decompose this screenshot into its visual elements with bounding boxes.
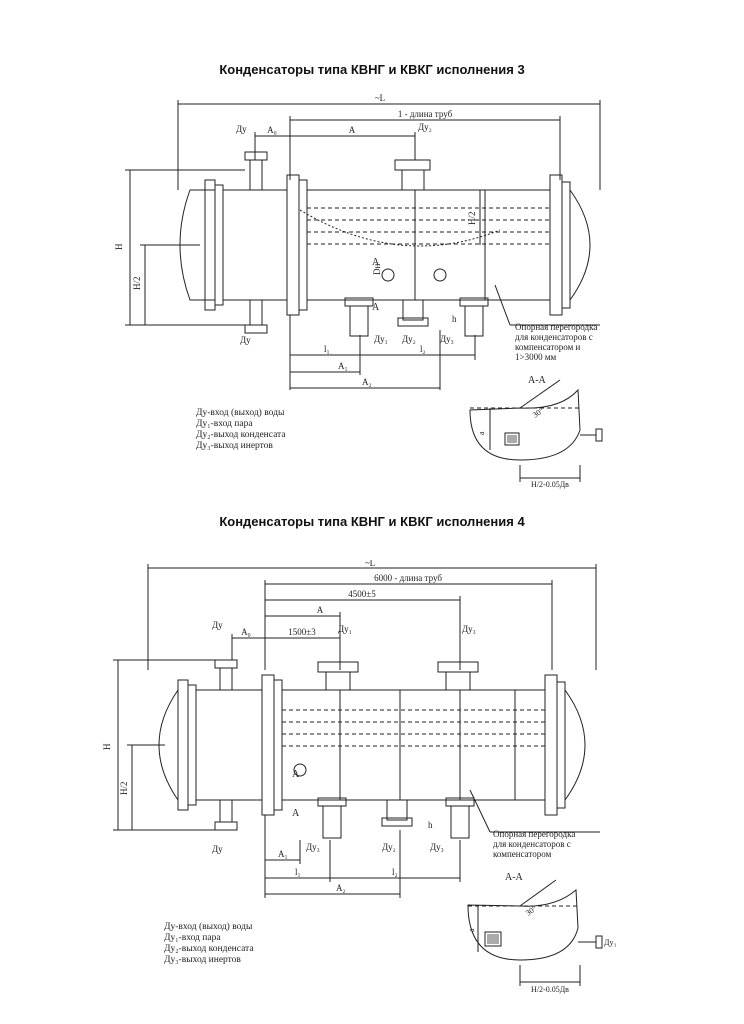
dim-l2: l₂ <box>392 867 398 877</box>
nozzle-du2-top: Ду₂ <box>418 122 432 132</box>
drawing-execution-3: ~L 1 - длина труб A₀ A Ду Ду₂ Ду H H/2 H… <box>0 90 744 490</box>
section-view-label: А-А <box>505 872 524 883</box>
dim-A1: A₁ <box>278 849 288 859</box>
condenser-drawing-3: ~L 1 - длина труб A₀ A Ду Ду₂ Ду H H/2 H… <box>114 93 603 489</box>
condenser-drawing-4: ~L 6000 - длина труб 4500±5 A A₀ 1500±3 … <box>102 558 616 994</box>
legend-item: Ду₃-выход инертов <box>164 955 241 965</box>
note-line-2: для конденсаторов с <box>515 332 593 342</box>
dim-l1: l₁ <box>295 867 301 877</box>
nozzle-du3-top: Ду₃ <box>462 624 476 634</box>
note-line-1: Опорная перегородка <box>515 322 597 332</box>
section-mark-top: A <box>292 769 300 780</box>
dim-l1: l₁ <box>324 344 330 354</box>
dim-l2: l₂ <box>420 344 426 354</box>
nozzle-du2: Ду₂ <box>402 334 416 344</box>
dim-A0: A₀ <box>241 627 251 637</box>
legend-item: Ду₃-выход инертов <box>196 441 273 451</box>
section-mark-top: A <box>372 257 380 268</box>
dim-H: H <box>114 243 124 250</box>
dim-H: H <box>102 743 112 750</box>
nozzle-du3-bottom-right: Ду₃ <box>430 842 444 852</box>
legend-item: Ду-вход (выход) воды <box>196 408 285 418</box>
dim-L: ~L <box>375 93 385 103</box>
legend-item: Ду₁-вход пара <box>164 933 221 943</box>
dim-tube-length: 6000 - длина труб <box>374 573 442 583</box>
dim-H2: H/2 <box>119 782 129 796</box>
section-mark-bottom: A <box>292 808 300 819</box>
nozzle-du1-top: Ду₁ <box>338 624 352 634</box>
dim-A2: A₂ <box>362 377 372 387</box>
dim-L: ~L <box>365 560 375 568</box>
dim-H2-right: H/2 <box>467 212 477 226</box>
nozzle-du3: Ду₃ <box>440 334 454 344</box>
legend-execution-4: Ду-вход (выход) воды Ду₁-вход пара Ду₂-в… <box>164 922 254 966</box>
dim-A1: A₁ <box>338 361 348 371</box>
nozzle-du-top: Ду <box>212 620 223 630</box>
dim-h: h <box>428 820 433 830</box>
note-line-1: Опорная перегородка <box>493 829 575 839</box>
section-1-title: Конденсаторы типа КВНГ и КВКГ исполнения… <box>219 62 525 77</box>
section-mark-bottom: A <box>372 302 380 313</box>
legend-item: Ду₂-выход конденсата <box>164 944 254 954</box>
section-nozzle: Ду₃ <box>604 938 616 947</box>
dim-Dn: Dн <box>372 264 382 275</box>
dim-tube-length: 1 - длина труб <box>398 109 453 119</box>
note-line-2: для конденсаторов с <box>493 839 571 849</box>
section-a: a <box>467 928 476 932</box>
dim-A: A <box>349 125 356 135</box>
nozzle-du-bottom: Ду <box>240 335 251 345</box>
legend-item: Ду₂-выход конденсата <box>196 430 286 440</box>
nozzle-du-bottom: Ду <box>212 844 223 854</box>
section-dim: H/2-0.05Дв <box>531 480 569 489</box>
section-dim: H/2-0.05Дв <box>531 985 569 994</box>
nozzle-du-top: Ду <box>236 124 247 134</box>
nozzle-du3-bottom: Ду₃ <box>306 842 320 852</box>
section-a: a <box>477 431 486 435</box>
dim-A2: A₂ <box>336 883 346 893</box>
legend-item: Ду-вход (выход) воды <box>164 922 253 932</box>
section-view-label: А-А <box>528 375 547 386</box>
note-line-3: компенсатором <box>493 849 552 859</box>
nozzle-du1: Ду₁ <box>374 334 388 344</box>
dim-A0: A₀ <box>267 125 277 135</box>
section-2-title: Конденсаторы типа КВНГ и КВКГ исполнения… <box>219 514 525 529</box>
note-line-3: компенсатором и <box>515 342 581 352</box>
dim-A: A <box>317 605 324 615</box>
drawing-execution-4: ~L 6000 - длина труб 4500±5 A A₀ 1500±3 … <box>0 558 744 1000</box>
nozzle-du2: Ду₂ <box>382 842 396 852</box>
legend-item: Ду₁-вход пара <box>196 419 253 429</box>
note-line-4: 1>3000 мм <box>515 352 557 362</box>
legend-execution-3: Ду-вход (выход) воды Ду₁-вход пара Ду₂-в… <box>196 408 286 452</box>
dim-pitch: 1500±3 <box>288 627 316 637</box>
dim-h: h <box>452 314 457 324</box>
dim-H2: H/2 <box>132 277 142 291</box>
dim-span: 4500±5 <box>348 589 376 599</box>
